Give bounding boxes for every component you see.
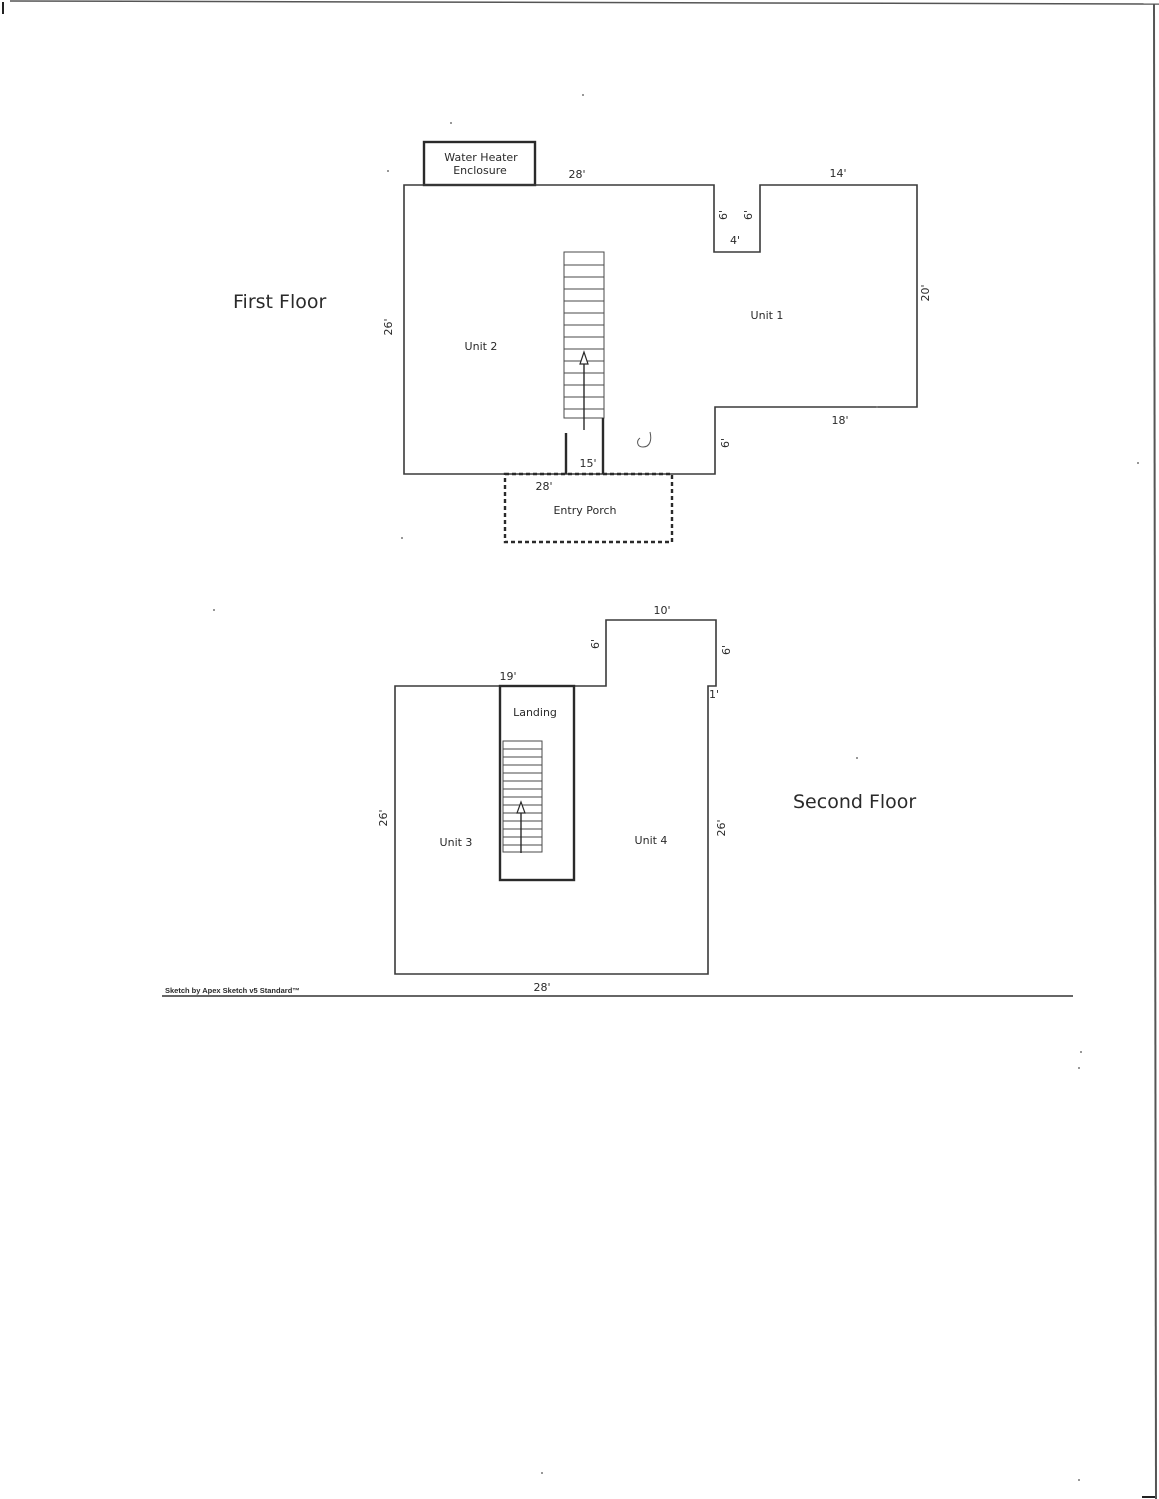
dim-lower-right: 18'	[831, 414, 848, 427]
dim-bump-left: 6'	[589, 639, 602, 649]
scan-edge-right	[1153, 3, 1157, 1499]
dim-notch-right: 6'	[742, 210, 755, 220]
dim-right: 20'	[919, 284, 932, 301]
first-floor-stairs	[563, 251, 605, 430]
dim-top-right: 14'	[829, 167, 846, 180]
first-floor-outline	[403, 184, 918, 475]
stair-arrow-head-2-icon	[516, 800, 526, 814]
dim-top-bump: 10'	[653, 604, 670, 617]
second-floor-stairs	[502, 740, 543, 853]
dim-small-step: 1'	[709, 688, 719, 701]
dim-top-left-2: 19'	[499, 670, 516, 683]
unit-1-label: Unit 1	[751, 309, 784, 322]
handwritten-mark	[637, 431, 652, 448]
stair-arrow-head-icon	[579, 350, 589, 365]
dim-left-2: 26'	[377, 809, 390, 826]
dim-notch-bottom: 4'	[730, 234, 740, 247]
scan-edge-top	[9, 0, 1159, 5]
unit-3-label: Unit 3	[440, 836, 473, 849]
dim-bottom-2: 28'	[533, 981, 550, 994]
dim-bump-right: 6'	[720, 645, 733, 655]
second-floor-plan: Second Floor Landing Unit 3 Unit	[377, 604, 916, 994]
sketch-credit: Sketch by Apex Sketch v5 Standard™	[165, 986, 300, 995]
landing-label: Landing	[513, 706, 557, 719]
scan-specks	[213, 94, 1139, 1481]
first-floor-title: First Floor	[233, 291, 326, 313]
second-floor-outline	[394, 619, 717, 975]
unit-2-label: Unit 2	[465, 340, 498, 353]
dim-bottom-stair: 15'	[579, 457, 596, 470]
second-floor-title: Second Floor	[793, 791, 916, 813]
dim-right-2: 26'	[715, 819, 728, 836]
entry-porch-label: Entry Porch	[553, 504, 616, 517]
dim-left: 26'	[382, 318, 395, 335]
dim-lower-step: 6'	[719, 438, 732, 448]
unit-4-label: Unit 4	[635, 834, 668, 847]
dim-porch: 28'	[535, 480, 552, 493]
water-heater-label-line1: Water Heater	[444, 151, 518, 164]
first-floor-plan: First Floor Water Heater Enclosure	[233, 140, 932, 544]
dim-notch-left: 6'	[717, 210, 730, 220]
entry-porch-outline	[503, 472, 674, 544]
water-heater-label-line2: Enclosure	[453, 164, 507, 177]
dim-top-left: 28'	[568, 168, 585, 181]
landing-enclosure	[498, 684, 576, 882]
